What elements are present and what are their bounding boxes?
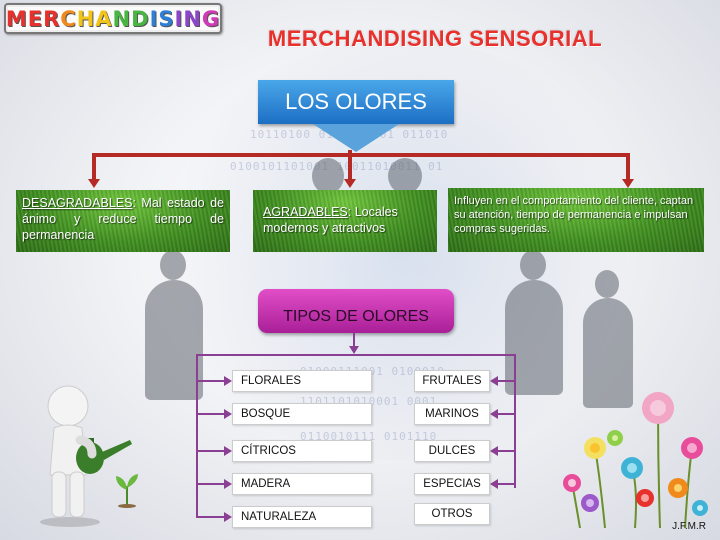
agradables-term: AGRADABLES — [263, 205, 348, 219]
type-label: MADERA — [241, 478, 291, 490]
arrowhead-icon — [224, 409, 232, 419]
arrowhead-icon — [224, 376, 232, 386]
type-box-citricos: CÍTRICOS — [232, 440, 372, 462]
person-silhouette-head — [595, 270, 619, 298]
arrowhead-icon — [490, 409, 498, 419]
logo-letter: G — [201, 6, 221, 31]
type-label: NATURALEZA — [241, 511, 317, 523]
arrowhead-icon — [224, 512, 232, 522]
desagradables-box: DESAGRADABLES: Mal estado de ánimo y red… — [16, 190, 230, 252]
type-box-dulces: DULCES — [414, 440, 490, 462]
connector-line — [92, 153, 96, 180]
person-silhouette — [583, 298, 633, 408]
tree-branch-line — [196, 483, 224, 485]
type-box-especias: ESPECIAS — [414, 473, 490, 495]
tree-branch-line — [196, 413, 224, 415]
arrowhead-icon — [490, 446, 498, 456]
type-box-marinos: MARINOS — [414, 403, 490, 425]
person-silhouette-head — [312, 158, 344, 194]
type-label: CÍTRICOS — [241, 445, 296, 457]
agradables-text: : Locales modernos y atractivos — [263, 205, 398, 235]
logo-letter: I — [149, 6, 159, 31]
person-silhouette-head — [388, 158, 422, 194]
connector-line — [626, 153, 630, 180]
logo-letter: M — [5, 6, 28, 31]
influencia-text: Influyen en el comportamiento del client… — [454, 195, 694, 235]
type-label: BOSQUE — [241, 408, 291, 420]
sprout-plant-illustration — [116, 474, 138, 508]
arrowhead-icon — [88, 179, 100, 188]
type-label: ESPECIAS — [423, 478, 481, 490]
logo-letter: H — [76, 6, 96, 31]
tree-branch-line — [196, 380, 224, 382]
tree-branch-line — [196, 516, 224, 518]
desagradables-text: : Mal estado de ánimo y reduce tiempo de… — [22, 196, 224, 242]
logo-letter: E — [27, 6, 44, 31]
desagradables-term: DESAGRADABLES — [22, 196, 133, 210]
agradables-box: AGRADABLES: Locales modernos y atractivo… — [253, 190, 437, 252]
type-label: OTROS — [431, 508, 473, 520]
arrowhead-icon — [490, 479, 498, 489]
logo-letter: N — [112, 6, 132, 31]
tree-branch-line — [498, 413, 516, 415]
los-olores-box: LOS OLORES — [258, 80, 454, 124]
tree-branch-line — [498, 483, 516, 485]
tree-branch-line — [196, 450, 224, 452]
person-silhouette — [145, 280, 203, 400]
type-box-otros: OTROS — [414, 503, 490, 525]
tree-line — [196, 354, 516, 356]
arrowhead-icon — [349, 346, 359, 354]
down-arrow-icon — [313, 124, 399, 152]
type-label: FLORALES — [241, 375, 302, 387]
connector-line — [348, 150, 352, 180]
type-label: FRUTALES — [422, 375, 482, 387]
person-silhouette-head — [520, 250, 546, 280]
type-box-madera: MADERA — [232, 473, 372, 495]
background-binary: 0110010111 0101110 — [300, 430, 438, 443]
logo-letter: S — [158, 6, 175, 31]
logo-letter: A — [95, 6, 113, 31]
type-box-bosque: BOSQUE — [232, 403, 372, 425]
logo-letter: N — [183, 6, 202, 31]
logo-letter: R — [43, 6, 61, 31]
type-box-naturaleza: NATURALEZA — [232, 506, 372, 528]
logo-letter: I — [174, 6, 184, 31]
arrowhead-icon — [490, 376, 498, 386]
type-label: MARINOS — [425, 408, 479, 420]
watering-figure-illustration — [40, 385, 132, 527]
connector-line — [92, 153, 630, 157]
type-box-frutales: FRUTALES — [414, 370, 490, 392]
tipos-de-olores-box: TIPOS DE OLORES — [258, 289, 454, 333]
logo-letter: C — [60, 6, 77, 31]
arrowhead-icon — [622, 179, 634, 188]
arrowhead-icon — [224, 446, 232, 456]
type-box-florales: FLORALES — [232, 370, 372, 392]
los-olores-label: LOS OLORES — [285, 89, 427, 114]
arrowhead-icon — [344, 179, 356, 188]
page-title: MERCHANDISING SENSORIAL — [267, 26, 603, 51]
author-signature: J.F.M.R — [672, 521, 706, 532]
tipos-de-olores-label: TIPOS DE OLORES — [283, 308, 429, 325]
person-silhouette-head — [160, 250, 186, 280]
tree-branch-line — [498, 380, 516, 382]
arrowhead-icon — [224, 479, 232, 489]
influencia-box: Influyen en el comportamiento del client… — [448, 188, 704, 252]
tree-line — [353, 333, 355, 347]
tree-branch-line — [498, 450, 516, 452]
logo-letter: D — [131, 6, 150, 31]
flowers-illustration — [563, 392, 708, 528]
tree-line — [514, 354, 516, 488]
tree-line — [196, 354, 198, 518]
type-label: DULCES — [428, 445, 476, 457]
